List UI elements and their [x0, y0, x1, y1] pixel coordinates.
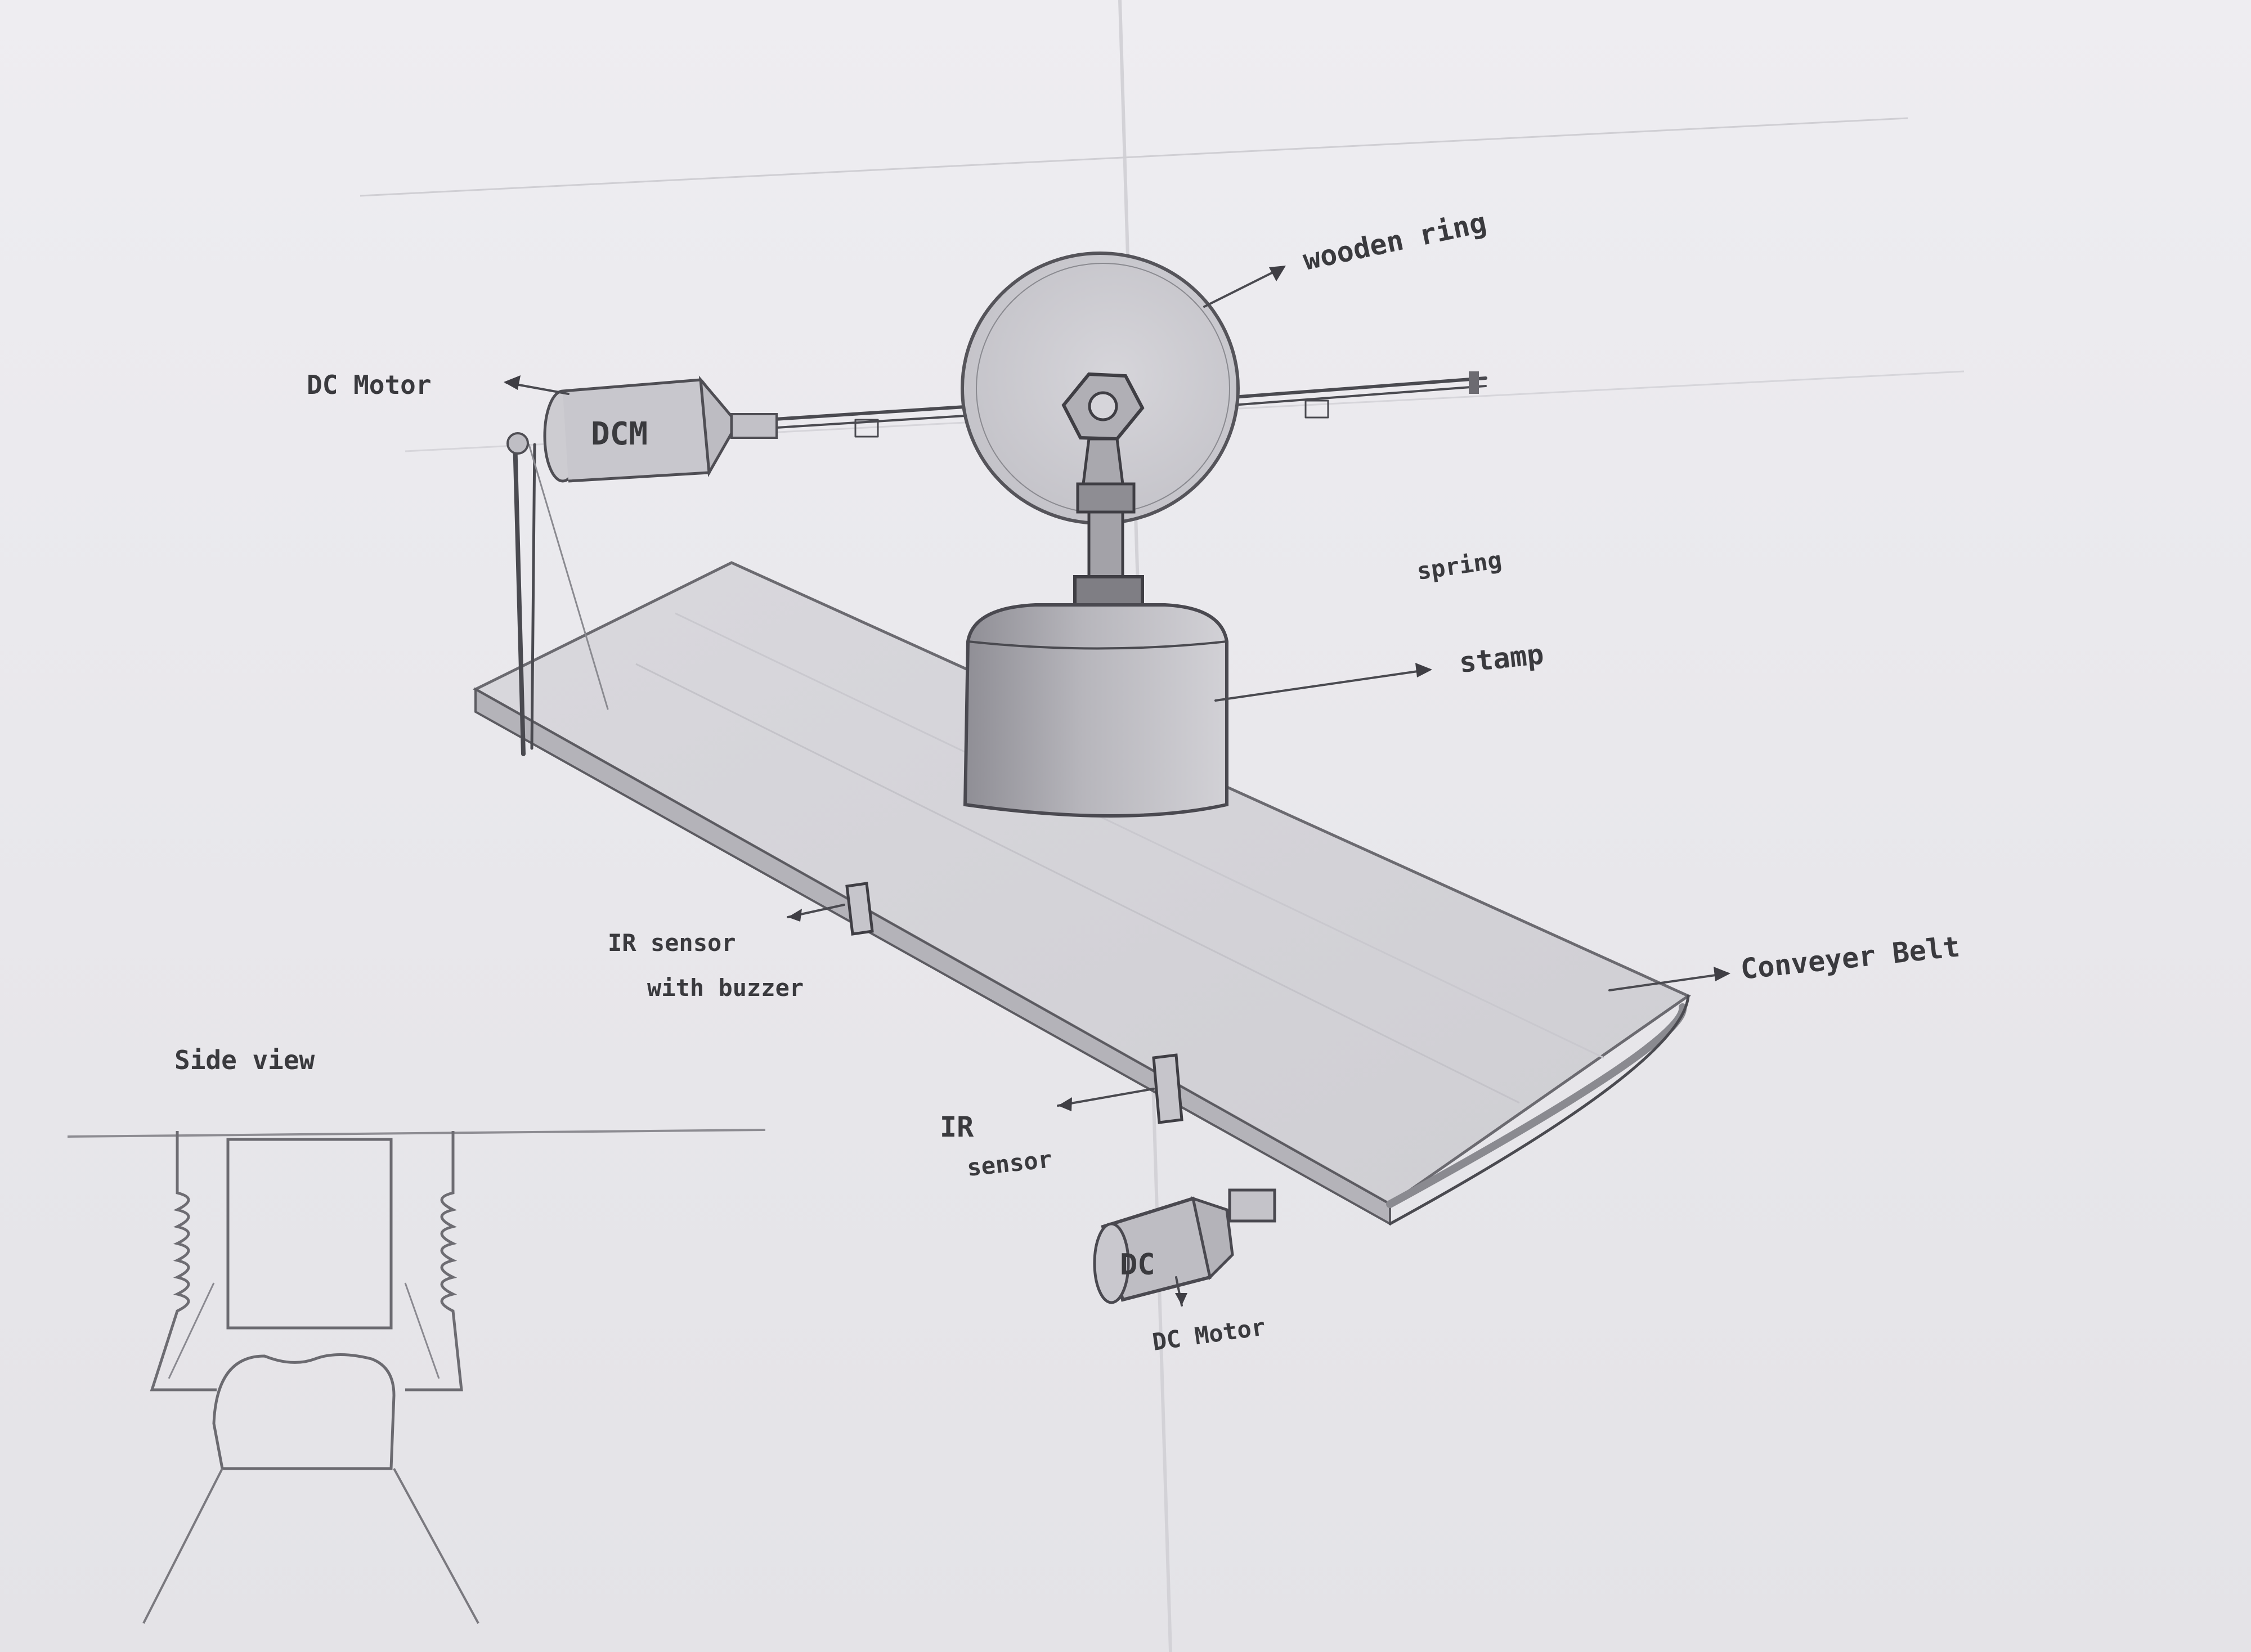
stamp-block [965, 605, 1227, 816]
label-dc-motor-top: DC Motor [307, 370, 432, 400]
label-ir-sensor-buzzer-1: IR sensor [608, 929, 736, 957]
label-ir-sensor-2: sensor [966, 1145, 1053, 1182]
label-spring: spring [1415, 546, 1504, 585]
label-dc: DC [1120, 1248, 1155, 1282]
label-side-view: Side view [174, 1045, 315, 1075]
left-spring [152, 1131, 217, 1390]
label-dcm: DCM [591, 416, 648, 452]
right-spring [405, 1131, 461, 1390]
label-ir-sensor-1: IR [940, 1111, 974, 1143]
label-wooden-ring: wooden ring [1300, 206, 1489, 277]
label-conveyer-belt: Conveyer Belt [1739, 930, 1961, 986]
label-stamp: stamp [1458, 638, 1545, 679]
label-dc-motor-bottom: DC Motor [1151, 1313, 1267, 1356]
label-ir-sensor-buzzer-2: with buzzer [647, 974, 804, 1002]
side-view-sketch [144, 1131, 478, 1623]
